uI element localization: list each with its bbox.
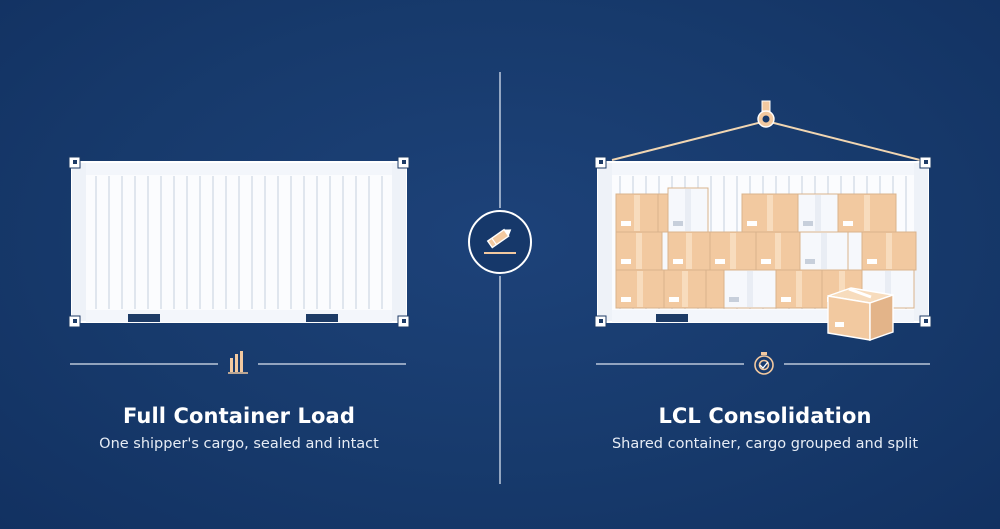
box-tape [886,233,892,269]
left-panel-subtitle: One shipper's cargo, sealed and intact [99,436,379,452]
lcl-container-illustration [594,100,932,341]
pencil-icon [484,228,516,254]
box-label [673,221,683,226]
box-label [781,297,791,302]
loose-cargo-box [827,287,894,341]
box-label [761,259,771,264]
bar-chart-icon [228,351,248,374]
right-separator [596,352,930,375]
box-tape [634,195,640,231]
box-tape [685,189,691,231]
box-label [673,259,683,264]
left-separator [70,351,406,374]
box-label [803,221,813,226]
box-tape [815,195,821,231]
box-tape [730,233,736,269]
right-panel-title: LCL Consolidation [658,404,872,428]
container-ribs [95,176,383,309]
box-tape [885,271,891,307]
box-tape [767,195,773,231]
box-tape [821,233,827,269]
center-badge [468,210,532,274]
cargo-box [705,269,725,309]
box-label [621,259,631,264]
target-icon [754,352,774,375]
box-tape [747,271,753,307]
box-tape [775,233,781,269]
box-tape [796,271,802,307]
cargo-boxes [615,187,917,309]
box-label [621,297,631,302]
box-label [843,221,853,226]
box-tape [637,271,643,307]
box-label [747,221,757,226]
crane-hook-icon [611,100,921,161]
box-tape [839,271,845,307]
box-label [805,259,815,264]
left-panel-title: Full Container Load [123,404,355,428]
box-tape [682,271,688,307]
box-label [715,259,725,264]
cargo-box [657,193,669,233]
box-tape [636,233,642,269]
box-label [669,297,679,302]
cargo-box [661,231,669,271]
box-label [729,297,739,302]
box-label [867,259,877,264]
box-tape [864,195,870,231]
cargo-box [847,231,863,271]
right-panel-subtitle: Shared container, cargo grouped and spli… [611,436,919,452]
box-tape [686,233,692,269]
box-label [621,221,631,226]
full-container-illustration [68,156,410,328]
